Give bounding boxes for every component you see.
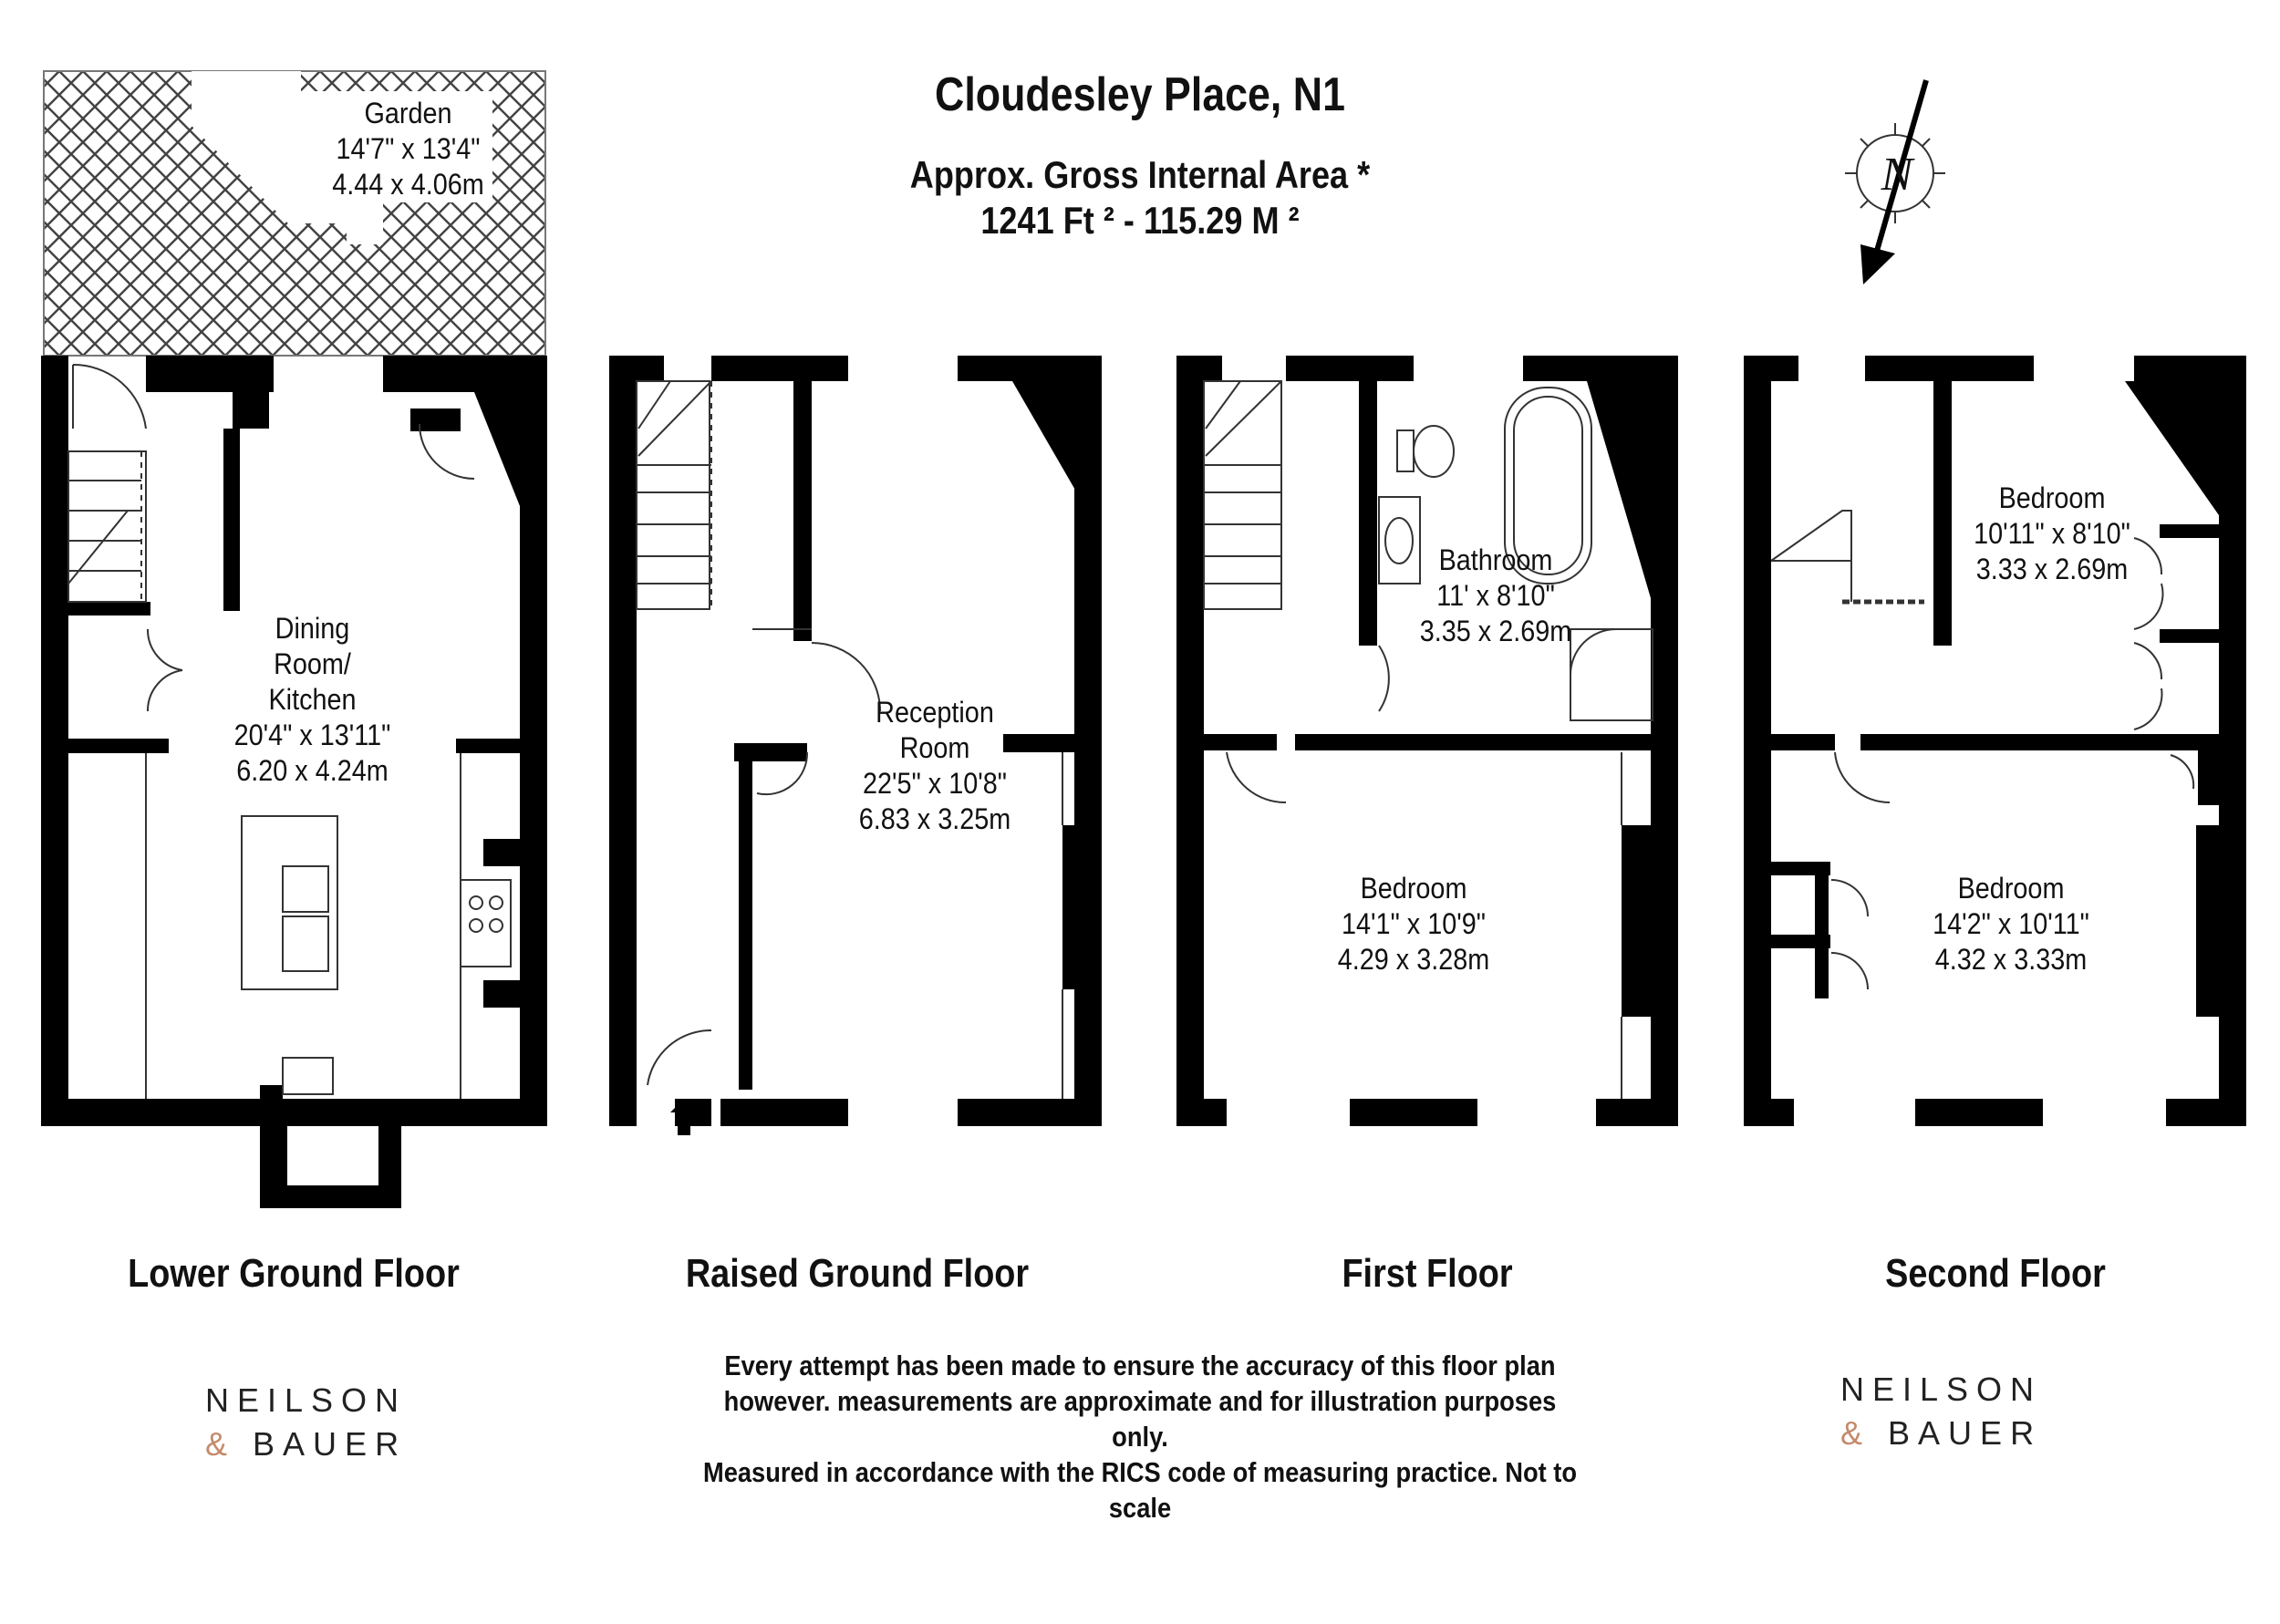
- disclaimer-line: Measured in accordance with the RICS cod…: [702, 1456, 1578, 1524]
- area-value: 1241 Ft ² - 115.29 M ²: [980, 199, 1300, 242]
- raised-ground-fixtures: [636, 380, 1063, 1099]
- room-name: Kitchen: [268, 683, 357, 716]
- brand-logo-right: NEILSON & BAUER: [1840, 1368, 2042, 1455]
- logo-line-1: NEILSON: [1840, 1371, 2043, 1408]
- logo-ampersand: &: [205, 1425, 236, 1463]
- room-label-dining-kitchen: Dining Room/ Kitchen 20'4" x 13'11" 6.20…: [220, 611, 405, 789]
- disclaimer-line: Every attempt has been made to ensure th…: [724, 1350, 1556, 1381]
- second-floor-fixtures: [1770, 510, 2195, 990]
- room-dimensions-imperial: 11' x 8'10": [1436, 579, 1555, 612]
- room-label-garden: Garden 14'7" x 13'4" 4.44 x 4.06m: [332, 96, 484, 202]
- lower-ground-floor-plan: [41, 356, 547, 1208]
- logo-line-2: & BAUER: [205, 1422, 407, 1466]
- room-dimensions-imperial: 10'11" x 8'10": [1974, 517, 2130, 550]
- room-name: Garden: [364, 97, 452, 129]
- logo-ampersand: &: [1840, 1414, 1871, 1452]
- disclaimer: Every attempt has been made to ensure th…: [699, 1348, 1581, 1526]
- room-dimensions-metric: 4.29 x 3.28m: [1337, 943, 1490, 976]
- floor-label-lower-ground: Lower Ground Floor: [128, 1251, 460, 1296]
- floor-label-second: Second Floor: [1885, 1251, 2106, 1296]
- second-floor-plan: [1744, 356, 2246, 1126]
- room-dimensions-metric: 4.32 x 3.33m: [1934, 943, 2088, 976]
- floor-label-first: First Floor: [1342, 1251, 1513, 1296]
- room-label-bathroom: Bathroom 11' x 8'10" 3.35 x 2.69m: [1397, 543, 1594, 649]
- room-name: Bathroom: [1438, 543, 1553, 576]
- room-name: Dining: [275, 612, 350, 645]
- room-name: Room: [899, 731, 970, 764]
- lower-ground-fixtures: [67, 363, 512, 1185]
- first-floor-fixtures: [1203, 380, 1653, 1099]
- floor-label-raised-ground: Raised Ground Floor: [685, 1251, 1030, 1296]
- logo-line-2-text: BAUER: [253, 1425, 408, 1463]
- room-dimensions-imperial: 14'7" x 13'4": [336, 132, 481, 165]
- page-title: Cloudesley Place, N1: [935, 68, 1345, 121]
- room-name: Room/: [274, 647, 351, 680]
- room-name: Bedroom: [1360, 872, 1467, 905]
- logo-line-2: & BAUER: [1840, 1412, 2042, 1455]
- room-dimensions-metric: 6.20 x 4.24m: [236, 754, 389, 787]
- first-floor-plan: [1176, 356, 1678, 1126]
- room-dimensions-metric: 3.35 x 2.69m: [1419, 615, 1572, 647]
- room-dimensions-imperial: 20'4" x 13'11": [233, 719, 391, 751]
- room-dimensions-imperial: 22'5" x 10'8": [863, 767, 1007, 800]
- room-name: Bedroom: [1957, 872, 2065, 905]
- disclaimer-line: however. measurements are approximate an…: [723, 1385, 1557, 1453]
- room-name: Reception: [876, 696, 994, 729]
- room-dimensions-metric: 6.83 x 3.25m: [858, 802, 1011, 835]
- room-dimensions-imperial: 14'1" x 10'9": [1342, 907, 1486, 940]
- brand-logo-left: NEILSON & BAUER: [205, 1379, 407, 1466]
- room-label-first-floor-bedroom: Bedroom 14'1" x 10'9" 4.29 x 3.28m: [1315, 871, 1512, 978]
- logo-line-2-text: BAUER: [1888, 1414, 2043, 1452]
- room-dimensions-imperial: 14'2" x 10'11": [1933, 907, 2089, 940]
- raised-ground-floor-plan: [609, 356, 1102, 1135]
- room-label-reception: Reception Room 22'5" x 10'8" 6.83 x 3.25…: [833, 695, 1038, 837]
- room-dimensions-metric: 3.33 x 2.69m: [1975, 553, 2129, 585]
- room-dimensions-metric: 4.44 x 4.06m: [332, 168, 484, 201]
- compass-label: N: [1881, 149, 1913, 201]
- logo-line-1: NEILSON: [205, 1381, 408, 1419]
- north-compass-icon: [1845, 79, 1945, 284]
- room-label-second-floor-bedroom-front: Bedroom 14'2" x 10'11" 4.32 x 3.33m: [1909, 871, 2114, 978]
- room-name: Bedroom: [1998, 481, 2106, 514]
- area-label: Approx. Gross Internal Area *: [909, 153, 1371, 196]
- room-label-second-floor-bedroom-rear: Bedroom 10'11" x 8'10" 3.33 x 2.69m: [1954, 481, 2150, 587]
